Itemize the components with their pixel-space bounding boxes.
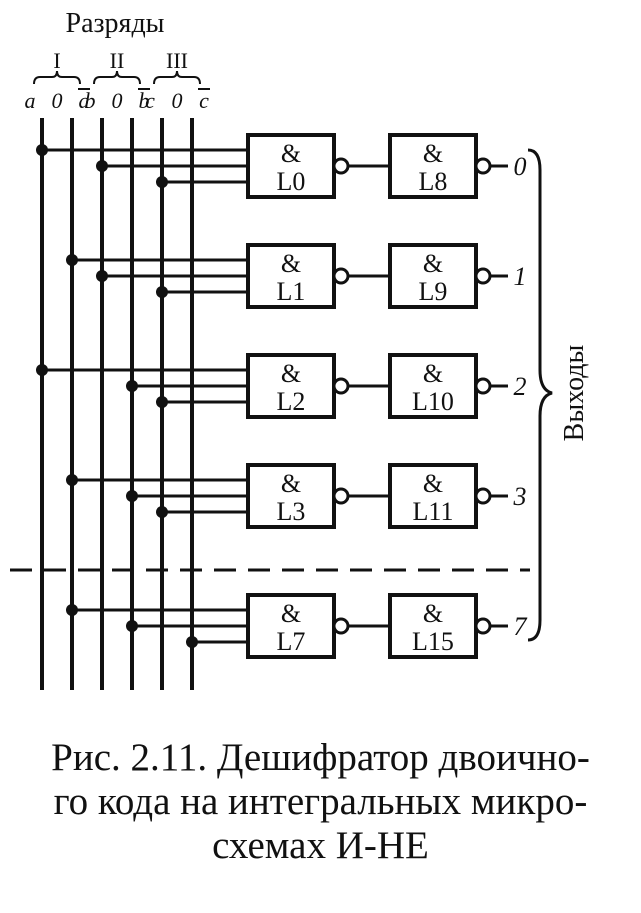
gate-label-L1: L1 [277,277,306,306]
gate-symbol: & [423,469,443,498]
group-numeral-1: II [110,48,125,73]
junction-dot [36,364,48,376]
output-number-3: 3 [513,482,527,511]
decoder-diagram: &L0&L8&L1&L9&L2&L10&L3&L11&L7&L15 Разряд… [10,8,590,690]
input-label-0-0: a [25,88,36,113]
inversion-bubble [474,487,492,505]
inversion-bubble [332,267,350,285]
input-label-1-1: 0 [112,88,123,113]
input-label-2-2: c [199,88,209,113]
inversion-bubble [332,377,350,395]
gate-symbol: & [423,359,443,388]
gate-label-L8: L8 [419,167,448,196]
inversion-bubble [332,157,350,175]
nand-gate-L15 [388,593,478,659]
junction-dot [156,176,168,188]
nand-gate-L10 [388,353,478,419]
junction-dot [126,380,138,392]
nand-gate-L1 [246,243,336,309]
gate-label-L15: L15 [412,627,454,656]
junction-dots [36,144,198,648]
input-label-0-1: 0 [52,88,63,113]
inversion-bubble [474,267,492,285]
gate-label-L9: L9 [419,277,448,306]
junction-dot [66,254,78,266]
output-number-2: 2 [514,372,527,401]
inversion-bubble [474,617,492,635]
gate-symbol: & [281,599,301,628]
inversion-bubble [474,157,492,175]
gate-symbol: & [423,139,443,168]
output-number-1: 1 [514,262,527,291]
gate-symbol: & [281,469,301,498]
input-label-1-0: b [85,88,96,113]
junction-dot [66,604,78,616]
input-label-2-0: c [145,88,155,113]
caption-line-2: го кода на интегральных микро- [53,780,588,823]
inversion-bubble [332,487,350,505]
group-numeral-2: III [166,48,188,73]
junction-dot [156,396,168,408]
inversion-bubble [474,377,492,395]
gate-label-L11: L11 [413,497,454,526]
junction-dot [156,506,168,518]
nand-gate-L0 [246,133,336,199]
junction-dot [36,144,48,156]
junction-dot [156,286,168,298]
junction-dot [66,474,78,486]
nand-gate-L9 [388,243,478,309]
gate-symbol: & [423,599,443,628]
inversion-bubble [332,617,350,635]
junction-dot [126,490,138,502]
gate-symbol: & [281,359,301,388]
gate-symbol: & [281,249,301,278]
gate-label-L3: L3 [277,497,306,526]
caption-line-1: Рис. 2.11. Дешифратор двоично- [51,736,590,779]
nand-gate-L8 [388,133,478,199]
input-label-2-1: 0 [172,88,183,113]
input-label-1-2: b [139,88,150,113]
junction-dot [96,160,108,172]
nand-gate-L2 [246,353,336,419]
group-brace-0 [33,70,81,85]
output-number-0: 0 [514,152,527,181]
group-brace-2 [153,70,201,85]
gate-symbol: & [423,249,443,278]
junction-dot [96,270,108,282]
gate-label-L2: L2 [277,387,306,416]
gate-symbol: & [281,139,301,168]
gate-label-L7: L7 [277,627,306,656]
outputs-label: Выходы [559,344,590,441]
group-brace-1 [93,70,141,85]
gate-label-L10: L10 [412,387,454,416]
gates: &L0&L8&L1&L9&L2&L10&L3&L11&L7&L15 [246,133,492,659]
caption-line-3: схемах И-НЕ [212,824,429,867]
input-label-0-2: a [79,88,90,113]
header-title: Разряды [66,8,165,39]
gate-label-L0: L0 [277,167,306,196]
output-number-7: 7 [514,612,528,641]
figure-caption: Рис. 2.11. Дешифратор двоично- го кода н… [20,736,621,868]
group-numeral-0: I [53,48,60,73]
nand-gate-L7 [246,593,336,659]
outputs-brace [527,148,553,642]
junction-dot [126,620,138,632]
junction-dot [186,636,198,648]
